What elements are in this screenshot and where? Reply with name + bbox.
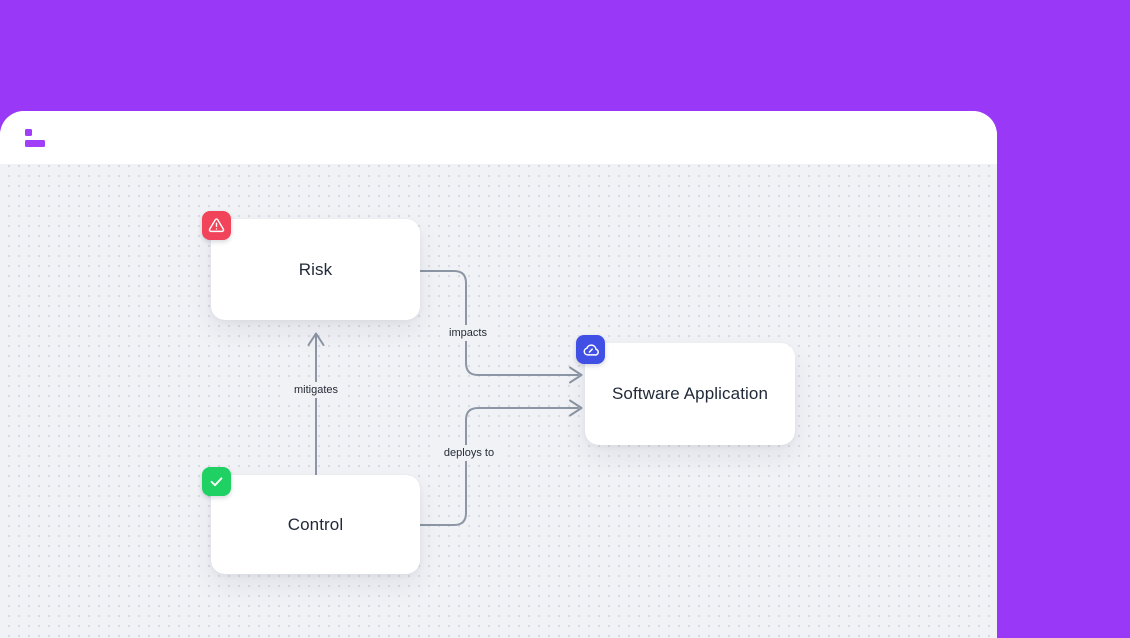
edge-label-impacts[interactable]: impacts [443,325,493,341]
edge-label-deploys-to[interactable]: deploys to [437,445,501,461]
app-logo-icon[interactable] [25,129,45,147]
node-label-control: Control [287,514,344,534]
edge-mitigates[interactable] [307,332,325,476]
logo-bar-mark [25,140,45,147]
logo-square-mark [25,129,32,136]
node-label-risk: Risk [298,259,333,279]
control-badge [202,467,231,496]
arrowhead-right-icon [569,399,583,417]
edge-label-mitigates[interactable]: mitigates [287,382,345,398]
software-application-badge [576,335,605,364]
app-header [0,111,997,164]
app-window: mitigates impacts deploys to Risk Contro… [0,111,997,638]
diagram-canvas[interactable]: mitigates impacts deploys to Risk Contro… [0,164,997,638]
edge-impacts[interactable] [419,270,583,384]
arrowhead-up-icon [307,332,325,346]
node-risk[interactable]: Risk [202,211,420,320]
risk-badge [202,211,231,240]
edge-deploys-to[interactable] [419,399,583,526]
check-icon [210,477,223,487]
arrowhead-right-icon [569,366,583,384]
node-software-application[interactable]: Software Application [576,335,795,445]
cloud-icon [583,343,599,356]
node-label-software-application: Software Application [611,384,769,403]
node-control[interactable]: Control [202,467,420,574]
alert-triangle-icon [208,218,225,233]
diagram-edges [307,270,583,526]
